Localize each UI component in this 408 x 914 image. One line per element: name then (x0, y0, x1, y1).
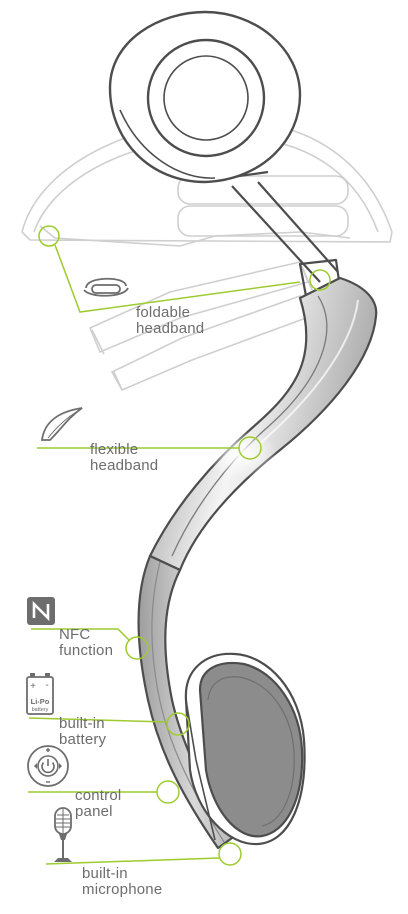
control-marker (156, 780, 180, 804)
callout-lines (28, 225, 331, 866)
nfc-marker (125, 636, 149, 660)
battery-lipo: Li-Po (31, 697, 50, 706)
battery-plus: + (30, 681, 36, 692)
foldable-marker (38, 225, 60, 247)
flex-icon (40, 407, 83, 441)
battery-word: battery (32, 707, 49, 713)
battery-marker (166, 712, 190, 736)
fold-icon (83, 277, 129, 297)
battery-icon: + - Li-Po battery (26, 673, 54, 715)
top-ear-cup (108, 10, 302, 184)
microphone-marker (218, 842, 242, 866)
power-control-icon (27, 745, 69, 787)
microphone-line (45, 857, 220, 865)
battery-line (28, 717, 168, 723)
bottom-ear-cup (184, 652, 306, 846)
microphone-icon (54, 807, 72, 862)
foldable-marker-2 (309, 269, 331, 291)
nfc-line (31, 628, 131, 642)
headphones-illustration (21, 10, 393, 866)
nfc-icon: N (27, 597, 55, 625)
foldable-line (54, 244, 301, 313)
battery-minus: - (45, 680, 48, 691)
